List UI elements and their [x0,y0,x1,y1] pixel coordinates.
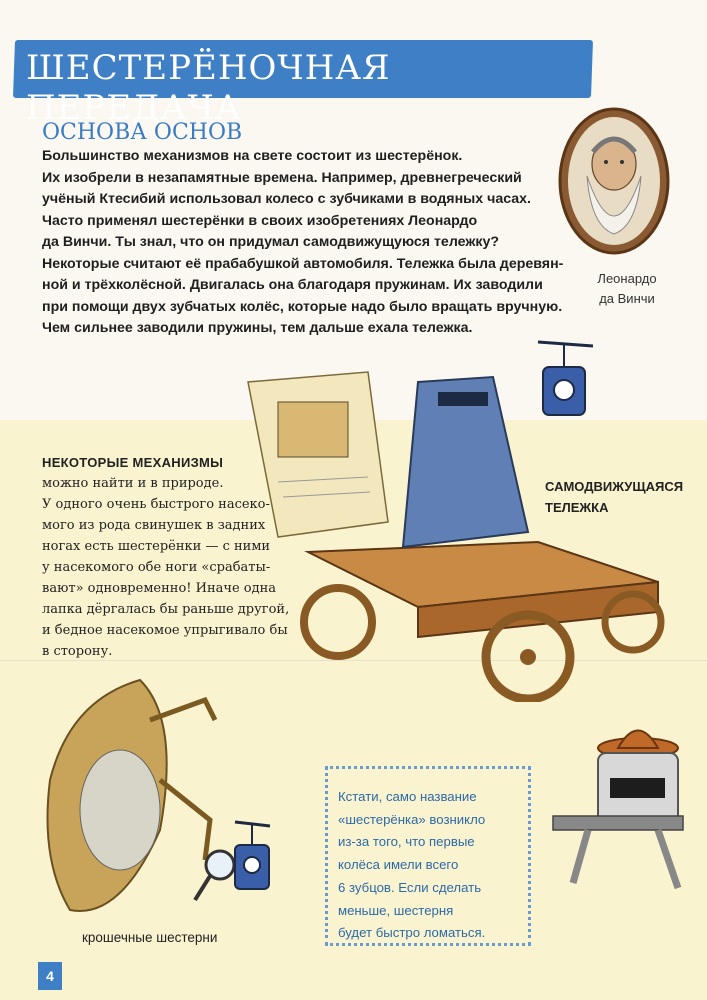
portrait-caption-line: да Винчи [599,291,655,306]
mechanisms-line: лапка дёргалась бы раньше другой, [42,602,290,617]
fact-line: будет быстро ломаться. [338,925,486,941]
cart-label-line: Самодвижущаяся [545,479,684,494]
mechanisms-line: в сторону. [42,644,113,659]
robot-with-hat-illustration [552,729,684,890]
intro-line: Чем сильнее заводили пружины, тем дальше… [42,320,473,336]
mechanisms-line: У одного очень быстрого насеко- [42,497,270,512]
fact-line: Кстати, само название [338,789,477,804]
insect-illustration [46,678,271,912]
intro-line: да Винчи. Ты знал, что он придумал самод… [42,234,500,250]
mechanisms-line: мого из рода свинушек в задних [42,518,266,533]
intro-line: Часто применял шестерёнки в своих изобре… [42,212,478,229]
portrait-caption-line: Леонардо [597,271,657,286]
bug-caption: крошечные шестерни [82,930,218,945]
mechanisms-line: у насекомого обе ноги «срабаты- [42,560,271,575]
self-propelled-cart-illustration [247,340,665,702]
fact-line: колёса имели всего [338,857,459,873]
intro-line: ной и трёхколёсной. Двигалась она благод… [42,277,543,293]
fact-line: «шестерёнка» возникло [338,811,486,827]
mechanisms-paragraph: Некоторые механизмы можно найти и в прир… [42,452,290,662]
intro-paragraph: Большинство механизмов на свете состоит … [42,146,564,340]
leonardo-portrait [558,107,670,255]
page-number: 4 [38,962,62,990]
mechanisms-line: и бедное насекомое упрыгивало бы [42,623,288,638]
intro-line: Большинство механизмов на свете состоит … [42,148,463,164]
fact-box [325,766,531,946]
intro-line: при помощи двух зубчатых колёс, которые … [42,298,563,315]
section-divider [0,660,707,661]
section-title: Основа основ [42,120,243,145]
mechanisms-line: можно найти и в природе. [42,476,224,491]
mechanisms-line: ногах есть шестерёнки — с ними [42,539,271,554]
fact-text: Кстати, само название «шестерёнка» возни… [338,786,528,945]
page-title: Шестерёночная передача [26,48,391,128]
cart-label-line: тележка [545,500,609,515]
cart-label: Самодвижущаяся тележка [545,476,683,518]
intro-line: Некоторые считают её прабабушкой автомоб… [42,255,564,272]
intro-line: Их изобрели в незапамятные времена. Напр… [42,169,522,186]
mechanisms-line: вают» одновременно! Иначе одна [42,581,277,596]
fact-line: меньше, шестерня [338,902,454,918]
intro-line: учёный Ктесибий использовал колесо с зуб… [42,191,531,207]
mechanisms-heading: Некоторые механизмы [42,455,224,470]
fact-line: из-за того, что первые [338,834,475,850]
fact-line: 6 зубцов. Если сделать [338,879,482,895]
portrait-caption: Леонардо да Винчи [582,269,672,309]
